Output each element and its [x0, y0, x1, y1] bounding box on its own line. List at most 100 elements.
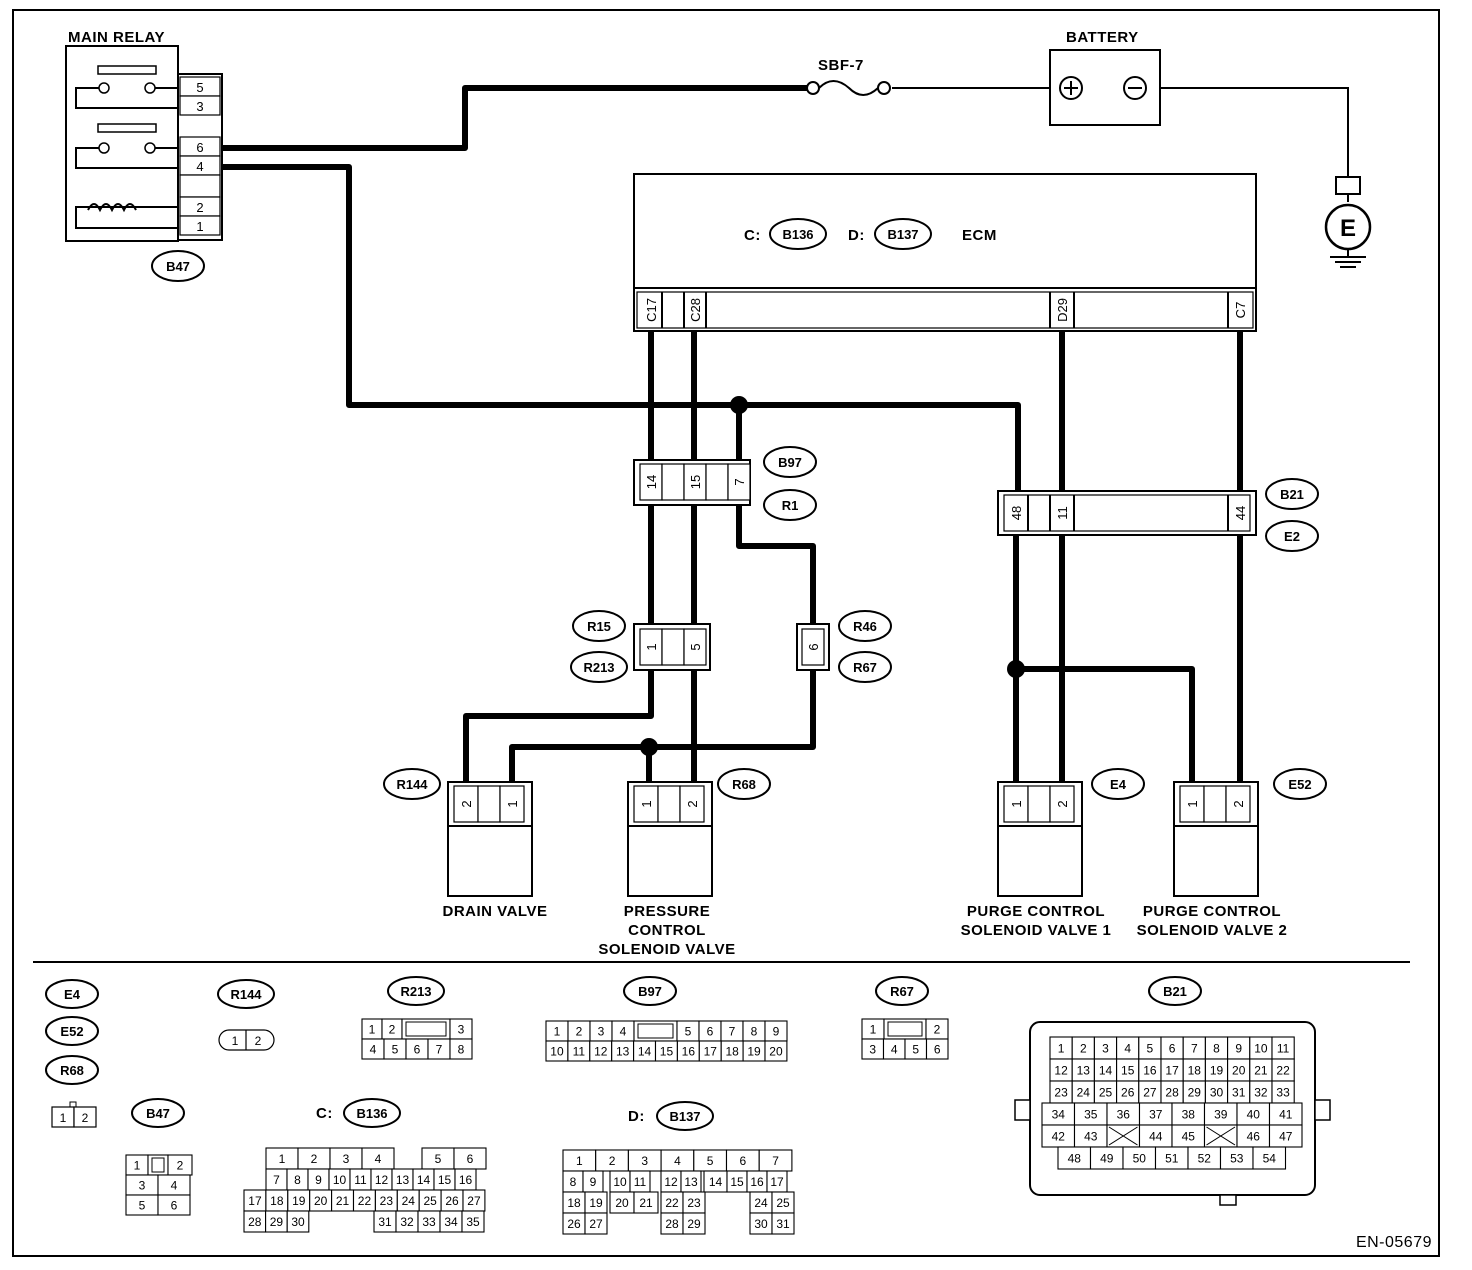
grid-b137-pin-label: 16 [750, 1175, 764, 1189]
grid-b47-latch [151, 1157, 165, 1173]
legend-c-prefix: C: [316, 1105, 333, 1122]
drain-valve: 2 1 R144 DRAIN VALVE [383, 768, 547, 920]
grid-b137-pin-label: 12 [664, 1175, 678, 1189]
legend-r144-connector: 1 2 [218, 1029, 275, 1051]
connector-r68-label: R68 [732, 777, 756, 792]
grid-r213-cell [449, 1038, 473, 1060]
grid-b21-pin-label: 9 [1235, 1042, 1242, 1056]
grid-b136-pin-label: 3 [343, 1152, 350, 1166]
grid-b137-pin-label: 29 [687, 1217, 701, 1231]
grid-b47-pin-label: 5 [139, 1199, 146, 1213]
relay-pin-2: 2 [196, 200, 203, 215]
wire-relay-power-bus [222, 164, 1021, 495]
connector-r144-label: R144 [396, 777, 428, 792]
connector-e2-label: E2 [1284, 529, 1300, 544]
connector-b97-r1: 14 15 7 B97 R1 [633, 446, 817, 521]
grid-b21-pin-label: 11 [1277, 1042, 1290, 1056]
battery-plus-icon [1059, 76, 1083, 100]
grid-b21-pin-label: 14 [1099, 1064, 1113, 1078]
purge-control-solenoid-valve-1: 1 2 E4 PURGE CONTROL SOLENOID VALVE 1 [961, 768, 1145, 939]
grid-b137-pin-label: 13 [684, 1175, 698, 1189]
grid-b21-pin-label: 16 [1143, 1064, 1157, 1078]
grid-b21-pin-label: 42 [1052, 1130, 1066, 1144]
grid-b137-pin-label: 30 [754, 1217, 768, 1231]
grid-b136-pin-label: 16 [459, 1173, 473, 1187]
grid-b137-cell [771, 1212, 795, 1235]
legend-two-pin-2: 2 [82, 1111, 89, 1125]
connector-r67-label: R67 [853, 660, 877, 675]
grid-b137-pin-label: 27 [589, 1217, 603, 1231]
grid-b21-pin-label: 33 [1276, 1086, 1290, 1100]
r46-pin-6: 6 [806, 643, 821, 650]
legend-b136: B136 [356, 1106, 387, 1121]
grid-b21-pin-label: 1 [1058, 1042, 1065, 1056]
grid-b137-pin-label: 23 [687, 1196, 701, 1210]
grid-b21-pin-label: 21 [1254, 1064, 1268, 1078]
relay-switch-icon [75, 65, 178, 109]
grid-b137-pin-label: 11 [634, 1175, 647, 1189]
grid-b47-pin-label: 2 [177, 1159, 184, 1173]
grid-b137-pin-label: 14 [709, 1175, 723, 1189]
connector-tag-r15 [572, 610, 626, 642]
grid-b21-blocked [1108, 1126, 1138, 1146]
grid-b21-pin-label: 43 [1084, 1130, 1098, 1144]
b97-pin-7: 7 [732, 478, 747, 485]
grid-b137-pin-label: 31 [776, 1217, 790, 1231]
grid-b136-pin-label: 11 [354, 1173, 367, 1187]
connector-tag-e4 [1091, 768, 1145, 800]
grid-r67-pin-label: 1 [870, 1023, 877, 1037]
legend-b47: B47 [146, 1106, 170, 1121]
grid-b97-pin-label: 10 [550, 1045, 564, 1059]
battery-minus-icon [1123, 76, 1147, 100]
grid-b21-pin-label: 37 [1149, 1108, 1163, 1122]
grid-b97-pin-label: 9 [773, 1025, 780, 1039]
grid-b21-pin-label: 31 [1232, 1086, 1246, 1100]
grid-b137-pin-label: 28 [665, 1217, 679, 1231]
grid-b137-pin-label: 15 [730, 1175, 744, 1189]
connector-tag-r68 [717, 768, 771, 800]
grid-b97-pin-label: 16 [682, 1045, 696, 1059]
grid-b21-pin-label: 35 [1084, 1108, 1098, 1122]
grid-b21-pin-label: 18 [1188, 1064, 1202, 1078]
grid-b21-pin-label: 13 [1077, 1064, 1091, 1078]
grid-b21-pin-label: 19 [1210, 1064, 1224, 1078]
grid-b137-pin-label: 25 [776, 1196, 790, 1210]
grid-r213-latch [405, 1021, 447, 1037]
connector-tag-b21 [1265, 478, 1319, 510]
connector-r46-label: R46 [853, 619, 877, 634]
grid-b136-pin-label: 26 [445, 1194, 459, 1208]
battery: BATTERY [1049, 29, 1161, 126]
connector-e4-label: E4 [1110, 777, 1127, 792]
connector-tag-r144 [383, 768, 441, 800]
grid-b21-pin-label: 52 [1198, 1152, 1212, 1166]
ecm-c-prefix: C: [744, 227, 761, 244]
e4-pin-2: 2 [1055, 800, 1070, 807]
r68-pin-1: 1 [639, 800, 654, 807]
grid-b136-pin-label: 21 [336, 1194, 350, 1208]
grid-b137-pin-label: 24 [754, 1196, 768, 1210]
grid-b136-pin-label: 28 [248, 1215, 262, 1229]
connector-r1-label: R1 [782, 498, 799, 513]
grid-b136-pin-label: 22 [358, 1194, 372, 1208]
grid-b137-pin-label: 3 [641, 1154, 648, 1168]
relay-coil-icon [75, 203, 178, 229]
connector-r15-r213: 1 5 R15 R213 [570, 610, 711, 683]
grid-b21-pin-label: 3 [1102, 1042, 1109, 1056]
connector-tag-e52 [1273, 768, 1327, 800]
grid-b136-pin-label: 33 [422, 1215, 436, 1229]
grid-b21-pin-label: 45 [1182, 1130, 1196, 1144]
grid-b97-pin-label: 12 [594, 1045, 608, 1059]
purge2-label-2: SOLENOID VALVE 2 [1137, 922, 1288, 939]
grid-b21-pin-label: 29 [1188, 1086, 1202, 1100]
grid-r213-pin-label: 7 [436, 1043, 443, 1057]
grid-b137-pin-label: 5 [707, 1154, 714, 1168]
legend-b21: B21 [1163, 984, 1187, 999]
grid-b21-pin-label: 47 [1279, 1130, 1293, 1144]
grid-b137-pin-label: 7 [772, 1154, 779, 1168]
grid-b21-pin-label: 24 [1077, 1086, 1091, 1100]
legend-r144: R144 [230, 987, 262, 1002]
